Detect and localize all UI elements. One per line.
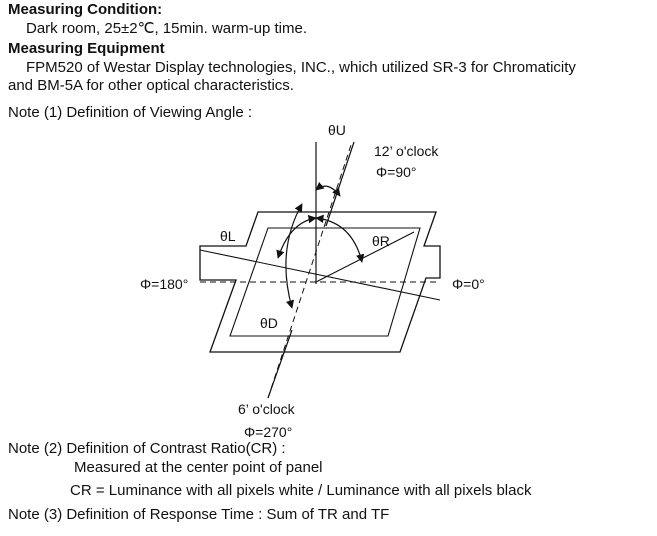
theta-r-label: θR <box>372 233 390 249</box>
theta-u-arc <box>315 181 341 197</box>
phi-0-label: Φ=0° <box>452 276 485 292</box>
theta-l-arc <box>276 215 317 259</box>
measuring-condition-text: Dark room, 25±2℃, 15min. warm-up time. <box>26 20 307 37</box>
measuring-condition-heading: Measuring Condition: <box>8 1 163 18</box>
note3-title: Note (3) Definition of Response Time : S… <box>8 506 390 523</box>
theta-d-label: θD <box>260 315 278 331</box>
left-right-line <box>199 249 441 301</box>
twelve-oclock-label: 12’ o'clock <box>374 143 439 159</box>
measuring-equipment-line2: and BM-5A for other optical characterist… <box>8 77 294 94</box>
note2-line2: CR = Luminance with all pixels white / L… <box>70 482 532 499</box>
phi-180-label: Φ=180° <box>140 276 188 292</box>
theta-d-arc <box>285 203 303 309</box>
vertical-axis-top-solid <box>325 141 355 227</box>
phi-90-label: Φ=90° <box>376 164 417 180</box>
right-upper-line <box>315 231 415 283</box>
theta-r-arc <box>315 214 365 263</box>
note2-line1: Measured at the center point of panel <box>74 459 323 476</box>
phi-270-label: Φ=270° <box>244 424 292 440</box>
six-oclock-label: 6’ o'clock <box>238 401 296 417</box>
measuring-equipment-line1: FPM520 of Westar Display technologies, I… <box>26 59 576 76</box>
note1-title: Note (1) Definition of Viewing Angle : <box>8 104 253 121</box>
theta-l-label: θL <box>220 228 236 244</box>
theta-u-label: θU <box>328 122 346 138</box>
panel-outer-outline <box>199 211 441 353</box>
panel-inner-outline <box>229 227 421 337</box>
measuring-equipment-heading: Measuring Equipment <box>8 40 165 57</box>
note2-title: Note (2) Definition of Contrast Ratio(CR… <box>8 440 286 457</box>
vertical-axis-bottom-solid <box>267 329 293 399</box>
